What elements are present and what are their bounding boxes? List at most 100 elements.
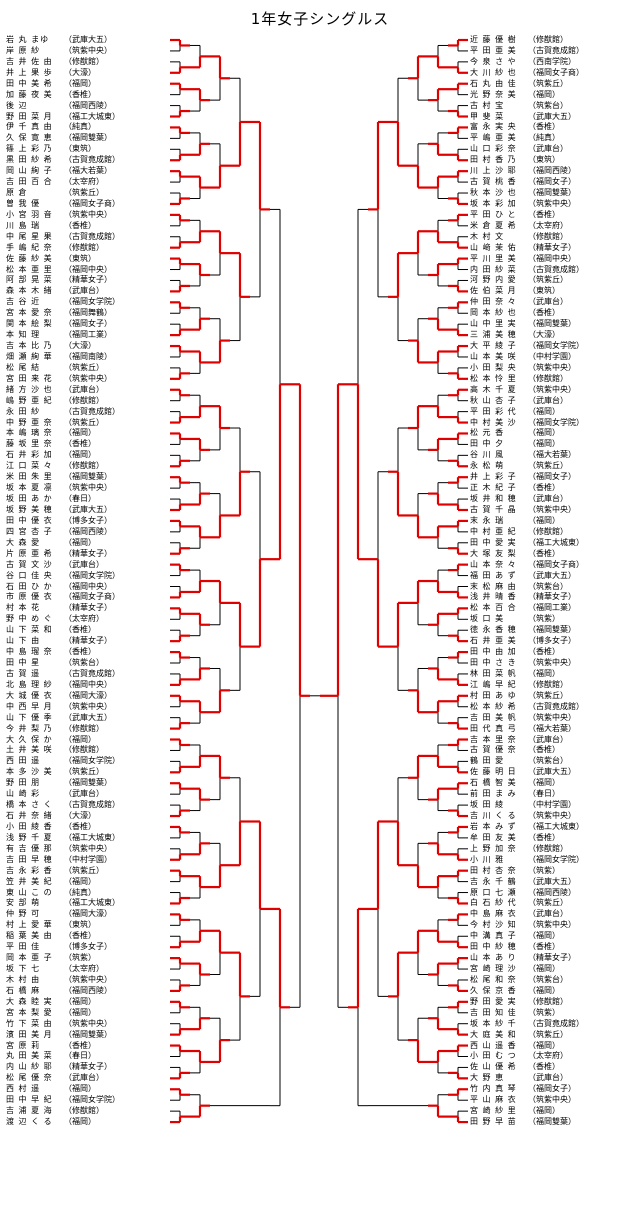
player-school: （純真） bbox=[64, 887, 96, 897]
right-player-row: 竹 内 真 琴（福岡女子） bbox=[470, 1085, 590, 1093]
player-school: （香椎） bbox=[64, 89, 96, 99]
player-school: （筑紫台） bbox=[528, 581, 568, 591]
player-school: （修猷館） bbox=[64, 461, 104, 471]
player-name: 近 藤 優 樹 bbox=[470, 35, 517, 44]
player-name: 西 山 遥 香 bbox=[470, 1040, 517, 1050]
player-name: 福 田 あ ず bbox=[470, 570, 517, 580]
right-player-row: 中 溝 真 子（福岡） bbox=[470, 932, 590, 940]
player-school: （福岡） bbox=[528, 985, 560, 995]
player-school: （福岡） bbox=[528, 89, 560, 99]
right-player-row: 西 山 遥 香（福岡） bbox=[470, 1040, 590, 1050]
player-name: 北 島 理 紗 bbox=[6, 679, 53, 689]
right-player-row: 大 庭 美 和（筑紫丘） bbox=[470, 1029, 590, 1039]
player-school: （大濠） bbox=[64, 811, 96, 821]
player-name: 吉 永 彩 香 bbox=[6, 865, 53, 875]
player-school: （筑紫中央） bbox=[64, 974, 112, 984]
player-name: 曽 我 優 bbox=[6, 198, 41, 208]
right-player-row: 平 山 麻 衣（筑紫中央） bbox=[470, 1096, 590, 1104]
player-school: （福岡工業） bbox=[528, 603, 576, 613]
right-player-row: 松 本 怜 里（修猷館） bbox=[470, 374, 590, 383]
left-player-row: 藤 坂 里 奈（香椎） bbox=[6, 440, 126, 448]
left-player-row: 村 上 愛 華（東筑） bbox=[6, 921, 126, 929]
player-school: （福大若葉） bbox=[528, 723, 576, 733]
player-name: 平 嶋 亜 美 bbox=[470, 133, 517, 143]
player-school: （修猷館） bbox=[528, 996, 568, 1006]
player-name: 小 田 梨 央 bbox=[470, 362, 517, 372]
player-school: （福岡） bbox=[64, 1117, 96, 1127]
player-name: 丸 田 美 菜 bbox=[6, 1051, 53, 1061]
left-player-row: 本 嶋 璃 奈（福岡） bbox=[6, 429, 126, 437]
player-name: 吉 本 比 乃 bbox=[6, 341, 53, 351]
right-player-row: 徳 永 香 穂（福岡雙葉） bbox=[470, 626, 590, 634]
player-name: 平 田 佳 bbox=[6, 942, 41, 952]
right-player-row: 田 野 早 苗（福岡雙葉） bbox=[470, 1118, 590, 1126]
player-name: 緒 方 沙 也 bbox=[6, 384, 53, 394]
left-player-row: 浅 野 千 夏（福工大城東） bbox=[6, 833, 126, 842]
left-player-row: 古 賀 遥（古賀竟成館） bbox=[6, 669, 126, 678]
player-school: （筑紫中央） bbox=[64, 483, 112, 493]
player-name: 野 田 愛 実 bbox=[470, 996, 517, 1006]
player-name: 大 庭 美 和 bbox=[470, 1029, 517, 1039]
player-name: 江 嶋 早 紀 bbox=[470, 679, 517, 689]
player-school: （修猷館） bbox=[64, 56, 104, 66]
left-player-row: 宮 本 愛 奈（福岡舞鶴） bbox=[6, 309, 126, 317]
player-school: （香椎） bbox=[64, 625, 96, 635]
right-player-row: 田 村 香 乃（東筑） bbox=[470, 156, 590, 164]
player-school: （福岡女子商） bbox=[528, 67, 584, 77]
player-school: （筑紫中央） bbox=[64, 1018, 112, 1028]
player-name: 加 藤 夜 美 bbox=[6, 89, 53, 99]
left-player-row: 片 原 亜 希（精華女子） bbox=[6, 549, 126, 558]
player-school: （武庫大五） bbox=[64, 35, 112, 44]
right-player-row: 末 松 麻 由（筑紫台） bbox=[470, 581, 590, 591]
player-school: （太宰府） bbox=[64, 614, 104, 624]
right-player-row: 久 保 京 香（福岡） bbox=[470, 985, 590, 995]
player-name: 今 村 沙 知 bbox=[470, 920, 517, 930]
player-name: 光 野 奈 美 bbox=[470, 89, 517, 99]
player-school: （福岡女子商） bbox=[528, 559, 584, 569]
player-name: 古 賀 優 奈 bbox=[470, 745, 517, 755]
left-player-row: 土 井 美 咲（修猷館） bbox=[6, 746, 126, 754]
player-name: 中 村 亜 紀 bbox=[470, 526, 517, 536]
left-player-row: 橋 本 さ く（古賀竟成館） bbox=[6, 801, 126, 809]
right-player-row: 秋 本 沙 也（福岡雙葉） bbox=[470, 189, 590, 197]
left-player-row: 安 部 萌（福工大城東） bbox=[6, 899, 126, 907]
player-name: 黒 田 紗 希 bbox=[6, 155, 53, 165]
player-school: （修猷館） bbox=[528, 843, 568, 853]
left-player-row: 大 森 愛（福岡） bbox=[6, 537, 126, 547]
player-school: （古賀竟成館） bbox=[528, 1018, 584, 1028]
player-name: 平 田 彩 代 bbox=[470, 406, 517, 416]
right-player-row: 吉 川 く る（筑紫中央） bbox=[470, 812, 590, 820]
right-player-row: 吉 本 里 奈（武庫台） bbox=[470, 735, 590, 744]
player-name: 原 倉 bbox=[6, 188, 28, 198]
player-school: （筑紫台） bbox=[528, 756, 568, 766]
player-name: 井 上 彩 子 bbox=[470, 472, 517, 482]
player-name: 中 野 亜 奈 bbox=[6, 417, 53, 427]
left-player-row: 松 本 亜 里（福岡中央） bbox=[6, 264, 126, 274]
left-player-row: 山 下 優 季（武庫大五） bbox=[6, 713, 126, 722]
player-name: 野 中 め ぐ bbox=[6, 614, 53, 624]
player-school: （福岡女学院） bbox=[528, 417, 584, 427]
right-player-row: 石 丸 由 佳（筑紫丘） bbox=[470, 79, 590, 88]
player-school: （筑紫中央） bbox=[528, 658, 576, 667]
player-name: 山 本 奈 々 bbox=[470, 559, 517, 569]
player-name: 吉 田 美 帆 bbox=[470, 712, 517, 722]
player-name: 松 本 亜 里 bbox=[6, 264, 53, 274]
right-player-row: 田 中 紗 穂（香椎） bbox=[470, 943, 590, 951]
player-school: （筑紫台） bbox=[64, 658, 104, 667]
player-school: （福岡） bbox=[64, 537, 96, 547]
right-player-row: 小 川 雅（福岡女学院） bbox=[470, 855, 590, 864]
player-school: （福岡） bbox=[64, 450, 96, 460]
player-name: 松 尾 和 奈 bbox=[470, 974, 517, 984]
player-school: （修猷館） bbox=[64, 395, 104, 405]
left-player-row: 岡 山 絢 子（福大若葉） bbox=[6, 167, 126, 175]
right-player-row: 田 中 夕（福岡） bbox=[470, 440, 590, 448]
player-school: （福岡南陵） bbox=[64, 351, 112, 361]
right-player-row: 大 川 紗 也（福岡女子商） bbox=[470, 67, 590, 77]
player-name: 古 賀 桃 香 bbox=[470, 177, 517, 187]
player-school: （武庫台） bbox=[528, 395, 568, 405]
left-player-row: 坂 田 あ か（春日） bbox=[6, 495, 126, 503]
left-player-row: 江 口 菜 々（修猷館） bbox=[6, 462, 126, 470]
right-player-row: 今 泉 さ や（西南学院） bbox=[470, 57, 590, 66]
player-name: 橋 本 さ く bbox=[6, 800, 53, 810]
player-school: （福岡西陵） bbox=[64, 985, 112, 995]
